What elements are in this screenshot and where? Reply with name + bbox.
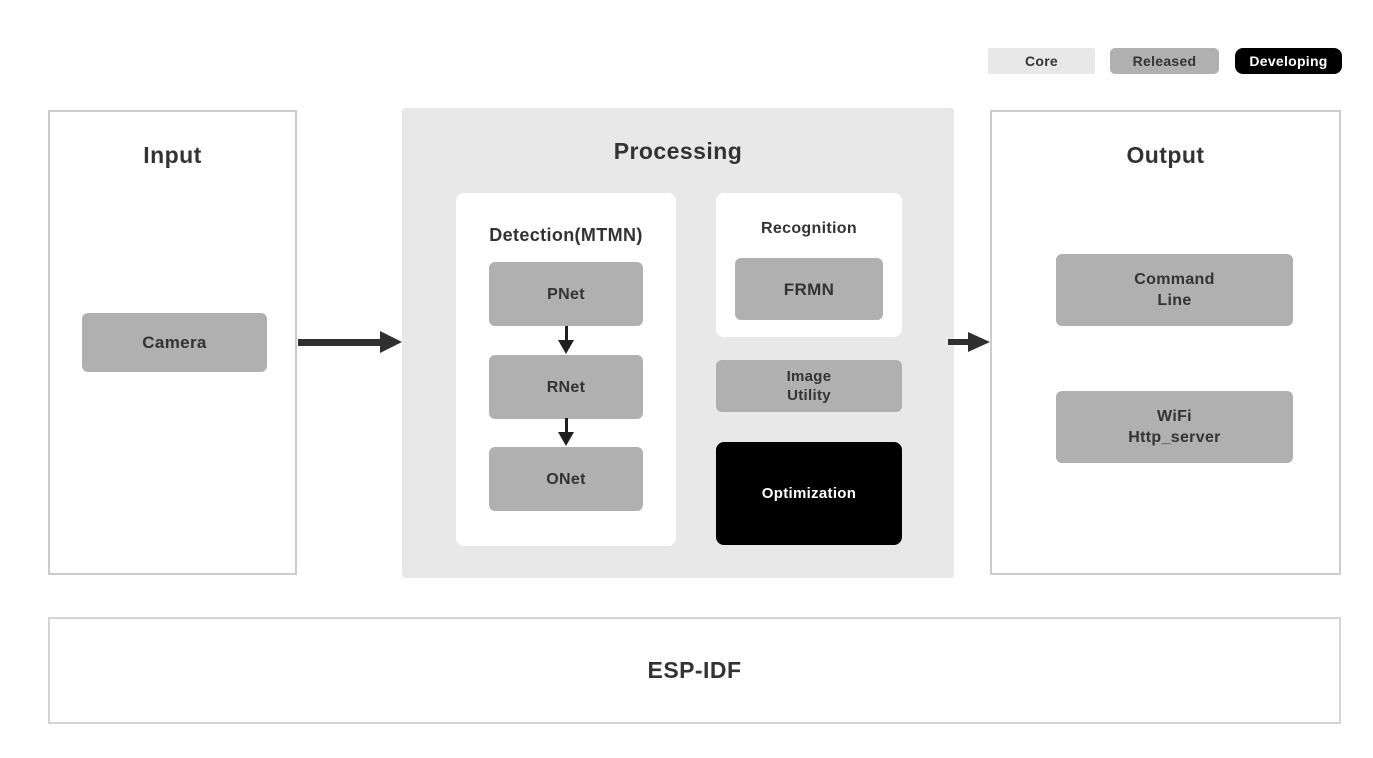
camera-node-label: Camera bbox=[142, 333, 207, 352]
arrow-head bbox=[968, 332, 990, 352]
legend-core-label: Core bbox=[1024, 53, 1059, 69]
input-panel-title: Input bbox=[143, 142, 202, 168]
output-panel-title: Output bbox=[1126, 142, 1205, 168]
legend-chip-developing: Developing bbox=[1235, 48, 1342, 74]
pnet-node-label: PNet bbox=[547, 285, 585, 303]
esp-idf-title: ESP-IDF bbox=[647, 657, 742, 683]
image-utility-node: Image Utility bbox=[716, 360, 902, 412]
wifi-http-server-node: WiFi Http_server bbox=[1056, 391, 1293, 463]
command-line-line2: Line bbox=[1157, 292, 1192, 309]
arrow-head bbox=[558, 432, 574, 446]
wifi-line2: Http_server bbox=[1128, 429, 1221, 446]
processing-to-output-arrow-icon bbox=[948, 332, 990, 352]
wifi-line1: WiFi bbox=[1157, 408, 1192, 425]
detection-group: Detection(MTMN) PNet RNet ONet bbox=[456, 193, 676, 546]
input-panel: Input Camera bbox=[48, 110, 297, 575]
optimization-node-label: Optimization bbox=[761, 485, 857, 502]
rnet-node: RNet bbox=[489, 355, 643, 419]
legend-developing-label: Developing bbox=[1249, 53, 1328, 69]
arrow-stem bbox=[564, 326, 568, 340]
frmn-node: FRMN bbox=[735, 258, 883, 320]
image-utility-line1: Image bbox=[786, 368, 832, 385]
output-panel: Output Command Line WiFi Http_server bbox=[990, 110, 1341, 575]
esp-idf-panel: ESP-IDF bbox=[48, 617, 1341, 724]
processing-panel: Processing Detection(MTMN) PNet RNet ONe… bbox=[402, 108, 954, 578]
arrow-head bbox=[380, 331, 402, 353]
arrow-stem bbox=[564, 418, 568, 432]
pnet-to-rnet-arrow-icon bbox=[558, 326, 574, 354]
recognition-group-title: Recognition bbox=[761, 220, 857, 237]
onet-node-label: ONet bbox=[546, 470, 586, 488]
optimization-node: Optimization bbox=[716, 442, 902, 545]
legend-released-label: Released bbox=[1132, 53, 1197, 69]
recognition-group: Recognition FRMN bbox=[716, 193, 902, 337]
camera-node: Camera bbox=[82, 313, 267, 372]
legend-chip-released: Released bbox=[1110, 48, 1219, 74]
arrow-head bbox=[558, 340, 574, 354]
onet-node: ONet bbox=[489, 447, 643, 511]
frmn-node-label: FRMN bbox=[783, 279, 835, 299]
detection-group-title: Detection(MTMN) bbox=[489, 225, 643, 245]
pnet-node: PNet bbox=[489, 262, 643, 326]
rnet-to-onet-arrow-icon bbox=[558, 418, 574, 446]
arrow-stem bbox=[298, 339, 382, 346]
arrow-stem bbox=[948, 339, 970, 345]
processing-panel-title: Processing bbox=[613, 138, 743, 164]
image-utility-line2: Utility bbox=[787, 387, 831, 404]
input-to-processing-arrow-icon bbox=[298, 331, 402, 353]
command-line-node: Command Line bbox=[1056, 254, 1293, 326]
command-line-line1: Command bbox=[1134, 271, 1215, 288]
rnet-node-label: RNet bbox=[546, 378, 586, 396]
legend-chip-core: Core bbox=[988, 48, 1095, 74]
